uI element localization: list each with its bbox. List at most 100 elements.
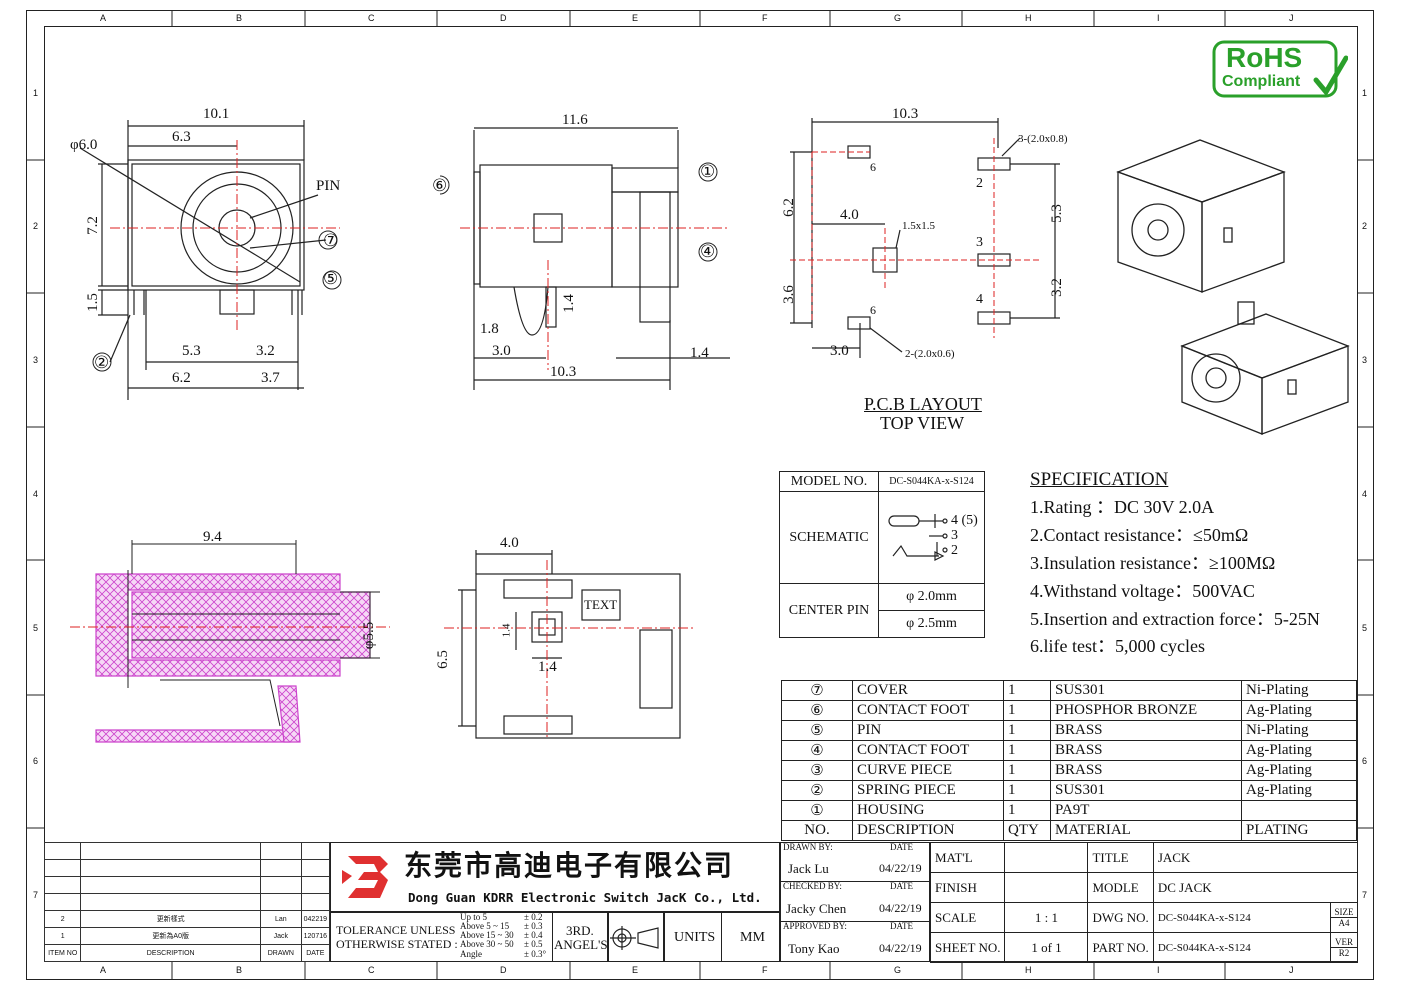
title-label: TITLE (1087, 842, 1154, 873)
bom-no: ③ (781, 760, 853, 781)
angle-label-2: ANGEL'S (554, 937, 608, 952)
dim-label: 3.0 (492, 343, 511, 359)
model-label: MODEL NO. (779, 471, 879, 492)
dim-label: 11.6 (562, 112, 588, 128)
col-label: F (762, 965, 768, 975)
bom-plating: Ag-Plating (1241, 780, 1357, 801)
row-label: 3 (33, 355, 39, 365)
bom-no: ④ (781, 740, 853, 761)
dim-label: 5.3 (1048, 204, 1065, 223)
divider (780, 881, 930, 882)
bom-qty: 1 (1003, 780, 1051, 801)
bom-qty: 1 (1003, 800, 1051, 821)
col-label: C (368, 965, 375, 975)
section-view-drawing (70, 540, 390, 743)
model-value-tb: DC JACK (1152, 872, 1359, 903)
tolerance-value: ± 0.3 (524, 921, 543, 931)
bom-header-plating: PLATING (1241, 820, 1357, 841)
drawn-by: Jack Lu (788, 861, 829, 876)
model-label-tb: MODLE (1087, 872, 1154, 903)
dim-label: 3.7 (261, 370, 280, 386)
rev-item: 1 (43, 927, 82, 945)
text-box-label: TEXT (584, 597, 618, 612)
spec-item: 1.Rating ：DC 30V 2.0A (1030, 497, 1215, 517)
scale-label: SCALE (929, 902, 1006, 933)
col-label: D (500, 13, 507, 23)
bom-header-material: MATERIAL (1050, 820, 1242, 841)
bom-no: ① (781, 800, 853, 821)
company-name-cn: 东莞市高迪电子有限公司 (404, 849, 735, 882)
row-label: 3 (1362, 355, 1368, 365)
spec-title: SPECIFICATION (1030, 469, 1169, 490)
checked-by: Jacky Chen (786, 901, 847, 916)
dim-label: 7.2 (84, 216, 101, 235)
row-label: 6 (1362, 756, 1368, 766)
spec-item: 2.Contact resistance：≤50mΩ (1030, 525, 1249, 545)
dim-label: 3-(2.0x0.8) (1018, 133, 1068, 145)
pin-number: 4 (976, 292, 983, 307)
divider (780, 921, 930, 922)
bom-desc: CONTACT FOOT (852, 740, 1004, 761)
pcb-layout-subtitle: TOP VIEW (880, 413, 965, 433)
tolerance-value: ± 0.4 (524, 930, 543, 940)
scale-value: 1 : 1 (1004, 902, 1089, 933)
col-label: I (1157, 965, 1160, 975)
size-label: SIZE (1331, 907, 1357, 918)
dim-label: 4.0 (840, 207, 859, 223)
rev-header-by: DRAWN (260, 944, 302, 962)
dim-label: 10.3 (550, 364, 577, 380)
approved-by-label: APPROVED BY: (783, 921, 847, 931)
row-label: 4 (1362, 489, 1368, 499)
dim-label: 5.3 (182, 343, 201, 359)
dwg-label: DWG NO. (1087, 902, 1154, 933)
balloon-label: ⑦ (323, 231, 339, 250)
bom-row: ⑥ CONTACT FOOT 1 PHOSPHOR BRONZE Ag-Plat… (781, 700, 1357, 721)
bom-desc: CONTACT FOOT (852, 700, 1004, 721)
bottom-view-drawing (444, 550, 694, 740)
balloon-label: ① (700, 162, 716, 181)
col-label: A (100, 965, 107, 975)
schematic-cell: 4 (5) 3 2 (878, 491, 985, 584)
row-label: 1 (33, 88, 39, 98)
dwg-value: DC-S044KA-x-S124 (1152, 902, 1332, 933)
bom-material: SUS301 (1050, 680, 1242, 701)
side-view-drawing (440, 127, 730, 390)
bom-plating: Ni-Plating (1241, 680, 1357, 701)
spec-item: 3.Insulation resistance：≥100MΩ (1030, 553, 1276, 573)
dim-label: 6.5 (434, 650, 451, 669)
bom-material: SUS301 (1050, 780, 1242, 801)
tolerance-range: Above 30 ~ 50 (460, 939, 514, 949)
bom-no: ② (781, 780, 853, 801)
projection-symbol-icon (610, 926, 659, 950)
col-label: E (632, 965, 639, 975)
date-label: DATE (890, 881, 913, 891)
dim-label: 3.0 (830, 343, 849, 359)
dim-label: 1.5 (84, 293, 101, 312)
dim-label: 2-(2.0x0.6) (905, 348, 955, 360)
sheet-value: 1 of 1 (1004, 932, 1089, 963)
spec-item: 4.Withstand voltage：500VAC (1030, 581, 1255, 601)
bom-qty: 1 (1003, 740, 1051, 761)
schematic-pin-label: 2 (951, 543, 958, 558)
company-name-en: Dong Guan KDRR Electronic Switch JacK Co… (408, 890, 762, 905)
tolerance-range: Above 15 ~ 30 (460, 930, 514, 940)
revision-row: 1 更新為A0版 Jack 120716 (43, 927, 331, 945)
bom-row: ⑦ COVER 1 SUS301 Ni-Plating (781, 680, 1357, 701)
spec-item: 6.life test：5,000 cycles (1030, 636, 1205, 656)
bom-plating: Ag-Plating (1241, 700, 1357, 721)
col-label: A (100, 13, 107, 23)
rohs-subtitle: Compliant (1222, 73, 1301, 90)
model-value: DC-S044KA-x-S124 (878, 471, 985, 492)
pin-label: PIN (316, 178, 341, 194)
units-label: UNITS (674, 930, 716, 945)
angle-label-1: 3RD. (566, 923, 594, 938)
sheet-label: SHEET NO. (929, 932, 1006, 963)
dim-label: 1.4 (560, 294, 577, 313)
bom-qty: 1 (1003, 680, 1051, 701)
revision-row: 2 更新樣式 Lan 042219 (43, 910, 331, 928)
date-label: DATE (890, 921, 913, 931)
checked-date: 04/22/19 (879, 901, 922, 915)
row-label: 2 (1362, 221, 1368, 231)
bom-qty: 1 (1003, 760, 1051, 781)
